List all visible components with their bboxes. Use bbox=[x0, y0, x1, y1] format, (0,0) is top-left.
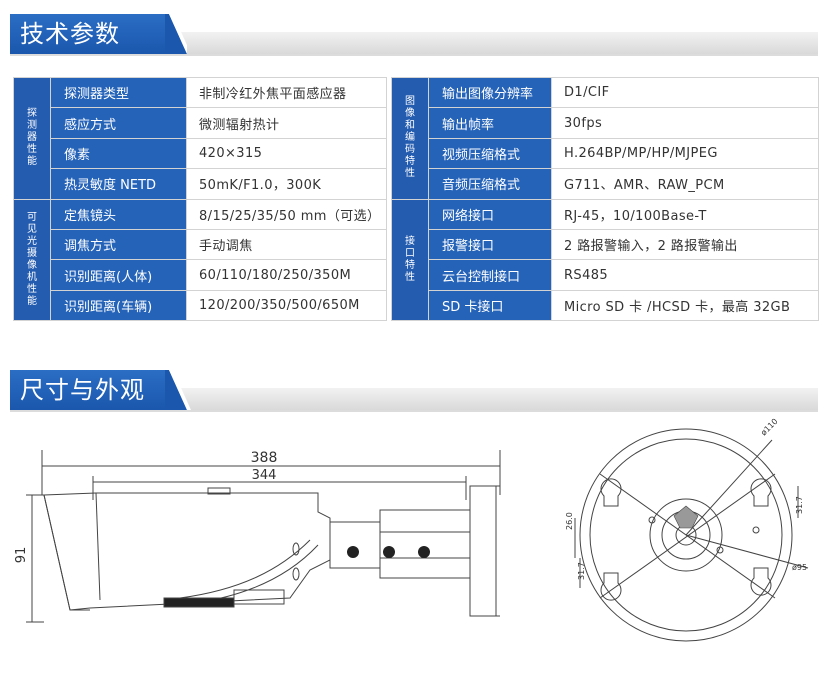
row-label: 定焦镜头 bbox=[50, 198, 187, 230]
row-label: 网络接口 bbox=[428, 198, 552, 230]
left-spec-table: 探测器性能 探测器类型 非制冷红外焦平面感应器 感应方式 微测辐射热计 像素 4… bbox=[13, 76, 387, 322]
dim-inner-diameter: ø95 bbox=[792, 563, 807, 572]
row-label: 探测器类型 bbox=[50, 76, 187, 109]
row-label: 音频压缩格式 bbox=[428, 168, 552, 200]
side-view-drawing: 388 344 91 bbox=[14, 450, 501, 623]
dim-body-length: 344 bbox=[252, 468, 277, 483]
row-label: 热灵敏度 NETD bbox=[50, 168, 187, 200]
group-cell: 图像和编码特性 bbox=[391, 77, 429, 200]
right-spec-table: 图像和编码特性 输出图像分辨率 D1/CIF 输出帧率 30fps 视频压缩格式… bbox=[391, 76, 819, 322]
mount-view-drawing: ø110 ø95 31.7 26.0 31.7 bbox=[565, 418, 809, 642]
group-cell: 探测器性能 bbox=[13, 77, 51, 200]
dim-height: 91 bbox=[14, 547, 29, 564]
row-label: 识别距离(人体) bbox=[50, 259, 187, 291]
table-row: 视频压缩格式 H.264BP/MP/HP/MJPEG bbox=[392, 137, 819, 170]
row-value: 微测辐射热计 bbox=[186, 107, 387, 139]
table-row: SD 卡接口 Micro SD 卡 /HCSD 卡，最高 32GB bbox=[392, 289, 819, 322]
table-row: 热灵敏度 NETD 50mK/F1.0，300K bbox=[14, 168, 387, 200]
dim-a: 31.7 bbox=[795, 496, 804, 514]
row-value: G711、AMR、RAW_PCM bbox=[551, 168, 819, 200]
table-row: 接口特性 网络接口 RJ-45，10/100Base-T bbox=[391, 198, 819, 322]
dim-b: 26.0 bbox=[565, 512, 574, 530]
table-row: 输出帧率 30fps bbox=[392, 107, 819, 139]
row-value: 420×315 bbox=[186, 137, 387, 170]
header-rule bbox=[10, 54, 818, 56]
row-value: D1/CIF bbox=[551, 76, 819, 109]
table-row: 云台控制接口 RS485 bbox=[392, 259, 819, 291]
row-value: 50mK/F1.0，300K bbox=[186, 168, 387, 200]
row-label: 像素 bbox=[50, 137, 187, 170]
row-label: 视频压缩格式 bbox=[428, 137, 552, 170]
table-row: 报警接口 2 路报警输入，2 路报警输出 bbox=[392, 228, 819, 261]
row-label: 调焦方式 bbox=[50, 228, 187, 261]
header-wedge bbox=[165, 370, 191, 410]
dim-overall-length: 388 bbox=[251, 450, 278, 466]
table-row: 像素 420×315 bbox=[14, 137, 387, 170]
row-value: Micro SD 卡 /HCSD 卡，最高 32GB bbox=[551, 289, 819, 322]
table-row: 可见光摄像机性能 定焦镜头 8/15/25/35/50 mm（可选） bbox=[13, 198, 387, 322]
row-value: 120/200/350/500/650M bbox=[186, 289, 387, 322]
row-value: 30fps bbox=[551, 107, 819, 139]
row-label: 输出帧率 bbox=[428, 107, 552, 139]
row-value: RS485 bbox=[551, 259, 819, 291]
dims-section-header: 尺寸与外观 bbox=[10, 370, 818, 410]
group-cell: 接口特性 bbox=[391, 198, 429, 322]
row-value: 8/15/25/35/50 mm（可选） bbox=[186, 198, 387, 230]
group-cell: 可见光摄像机性能 bbox=[13, 198, 51, 322]
header-blue-bar: 尺寸与外观 bbox=[10, 370, 165, 410]
specs-section-title: 技术参数 bbox=[20, 20, 120, 48]
row-label: 云台控制接口 bbox=[428, 259, 552, 291]
table-row: 图像和编码特性 输出图像分辨率 D1/CIF bbox=[391, 76, 819, 200]
table-row: 音频压缩格式 G711、AMR、RAW_PCM bbox=[392, 168, 819, 200]
row-value: 手动调焦 bbox=[186, 228, 387, 261]
row-value: RJ-45，10/100Base-T bbox=[551, 198, 819, 230]
specs-section-header: 技术参数 bbox=[10, 14, 818, 54]
header-gray-band bbox=[10, 388, 818, 410]
table-row: 调焦方式 手动调焦 bbox=[14, 228, 387, 261]
table-row: 识别距离(人体) 60/110/180/250/350M bbox=[14, 259, 387, 291]
header-wedge bbox=[165, 14, 187, 54]
dim-outer-diameter: ø110 bbox=[759, 418, 780, 437]
row-value: 60/110/180/250/350M bbox=[186, 259, 387, 291]
dim-c: 31.7 bbox=[577, 562, 586, 580]
header-blue-bar: 技术参数 bbox=[10, 14, 165, 54]
row-label: 识别距离(车辆) bbox=[50, 289, 187, 322]
row-label: 输出图像分辨率 bbox=[428, 76, 552, 109]
table-row: 识别距离(车辆) 120/200/350/500/650M bbox=[14, 289, 387, 322]
header-rule bbox=[10, 410, 818, 412]
table-row: 感应方式 微测辐射热计 bbox=[14, 107, 387, 139]
header-gray-band bbox=[10, 32, 818, 54]
row-value: 2 路报警输入，2 路报警输出 bbox=[551, 228, 819, 261]
row-label: 报警接口 bbox=[428, 228, 552, 261]
row-value: H.264BP/MP/HP/MJPEG bbox=[551, 137, 819, 170]
row-label: 感应方式 bbox=[50, 107, 187, 139]
dims-section-title: 尺寸与外观 bbox=[20, 376, 145, 404]
row-value: 非制冷红外焦平面感应器 bbox=[186, 76, 387, 109]
row-label: SD 卡接口 bbox=[428, 289, 552, 322]
table-row: 探测器性能 探测器类型 非制冷红外焦平面感应器 bbox=[13, 76, 387, 200]
